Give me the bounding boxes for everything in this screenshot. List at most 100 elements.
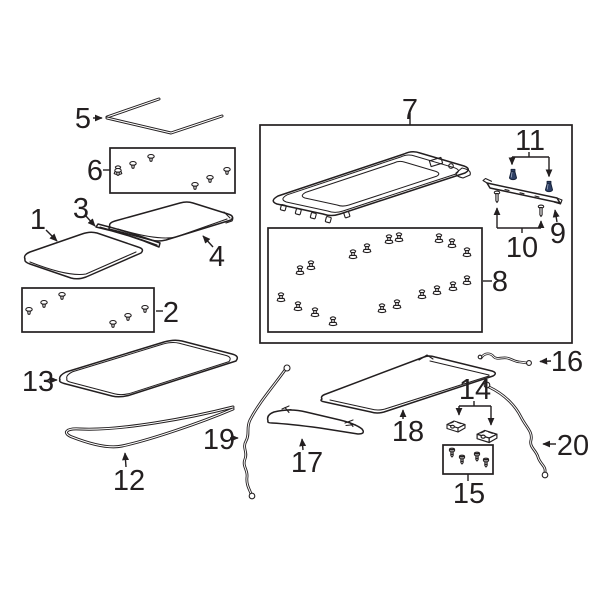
push-pin-rivet-icon (462, 275, 472, 286)
push-pin-rivet-icon (348, 249, 358, 260)
callout-20-label: 20 (557, 430, 589, 462)
callout-1-label: 1 (30, 204, 46, 236)
bolt-icon (482, 457, 490, 468)
part-1-glass-panel (23, 231, 144, 280)
frame-mount-tabs (279, 204, 351, 224)
bolt-icon (458, 454, 466, 465)
part-11-fasteners (509, 168, 553, 193)
callout-17-label: 17 (291, 447, 323, 479)
callout-16: 16 (539, 346, 583, 378)
screw-icon (109, 319, 117, 328)
screw-icon (40, 299, 48, 308)
push-pin-rivet-icon (276, 292, 286, 303)
callout-15: 15 (453, 474, 485, 510)
part-7-assembly-box (259, 124, 573, 344)
push-pin-rivet-icon (392, 299, 402, 310)
push-pin-icon (537, 204, 545, 218)
part-19-drain-tube (242, 364, 291, 500)
callout-3: 3 (73, 193, 96, 227)
callout-12-label: 12 (113, 465, 145, 497)
callout-5-label: 5 (75, 103, 91, 135)
callout-18: 18 (392, 409, 424, 448)
part-15-fasteners (448, 447, 490, 468)
callout-11: 11 (508, 125, 553, 178)
part-6-hardware-box (109, 147, 236, 194)
callout-1: 1 (30, 204, 58, 242)
part-12-seal (64, 405, 235, 449)
callout-7: 7 (402, 94, 418, 126)
callout-15-label: 15 (453, 478, 485, 510)
callout-17: 17 (291, 438, 323, 479)
callout-8-label: 8 (492, 266, 508, 298)
part-13-seal-ring (58, 339, 239, 398)
push-pin-rivet-icon (417, 289, 427, 300)
callout-19: 19 (203, 424, 239, 456)
push-pin-rivet-icon (362, 243, 372, 254)
push-pin-rivet-icon (310, 307, 320, 318)
clip-block-icon (446, 420, 466, 433)
callout-18-label: 18 (392, 416, 424, 448)
part-4-roof-panel (108, 201, 234, 242)
push-pin-rivet-icon (394, 232, 404, 243)
part-3-seal-strip (95, 223, 161, 248)
callout-10: 10 (493, 207, 545, 264)
callout-14-label: 14 (459, 374, 491, 406)
push-pin-rivet-icon (434, 233, 444, 244)
bolt-icon (473, 451, 481, 462)
callout-11-label: 11 (515, 125, 545, 157)
screw-icon (58, 291, 66, 300)
part-17-deflector (266, 405, 365, 435)
push-pin-rivet-icon (462, 247, 472, 258)
callout-2: 2 (156, 297, 179, 329)
screw-icon (124, 312, 132, 321)
part-15-hardware-box (442, 444, 494, 475)
part-8-hardware-box (267, 227, 483, 333)
callout-4: 4 (202, 235, 225, 273)
callout-9-label: 9 (550, 218, 566, 250)
part-7-sunroof-frame (272, 150, 471, 224)
callout-20: 20 (542, 430, 589, 462)
screw-icon (206, 174, 214, 183)
callout-12: 12 (113, 452, 145, 497)
callout-10-label: 10 (506, 232, 538, 264)
part-6-fasteners (113, 153, 231, 190)
screw-icon (223, 166, 231, 175)
push-pin-rivet-icon (448, 281, 458, 292)
callout-16-label: 16 (551, 346, 583, 378)
screw-icon (129, 160, 137, 169)
part-16-wire (477, 352, 532, 366)
push-pin-rivet-icon (328, 316, 338, 327)
push-pin-rivet-icon (306, 260, 316, 271)
callout-7-label: 7 (402, 94, 418, 126)
clip-block-icon (476, 429, 498, 444)
callout-2-label: 2 (163, 297, 179, 329)
callout-6: 6 (87, 155, 110, 187)
callout-19-label: 19 (203, 424, 235, 456)
part-20-drain-tube (483, 381, 549, 479)
frame-end-details (428, 156, 471, 179)
callout-5: 5 (75, 103, 103, 135)
callout-8: 8 (483, 266, 508, 298)
part-9-rail (482, 177, 563, 205)
push-pin-rivet-icon (293, 301, 303, 312)
callout-3-label: 3 (73, 193, 89, 225)
part-18-sunshade (320, 354, 496, 414)
push-pin-rivet-icon (377, 303, 387, 314)
part-14-clips (446, 420, 498, 444)
screw-icon (25, 306, 33, 315)
callout-13: 13 (22, 366, 58, 398)
push-pin-rivet-icon (447, 238, 457, 249)
push-pin-rivet-icon (295, 265, 305, 276)
navy-grommet-nut-icon (509, 168, 517, 181)
part-8-fasteners (276, 232, 472, 327)
callout-13-label: 13 (22, 366, 54, 398)
screw-icon (191, 181, 199, 190)
part-5-seal-strip (105, 97, 224, 135)
navy-grommet-nut-icon (545, 180, 553, 193)
screw-icon (141, 304, 149, 313)
part-2-fasteners (25, 291, 149, 328)
part-2-hardware-box (21, 287, 155, 333)
callout-4-label: 4 (209, 241, 225, 273)
